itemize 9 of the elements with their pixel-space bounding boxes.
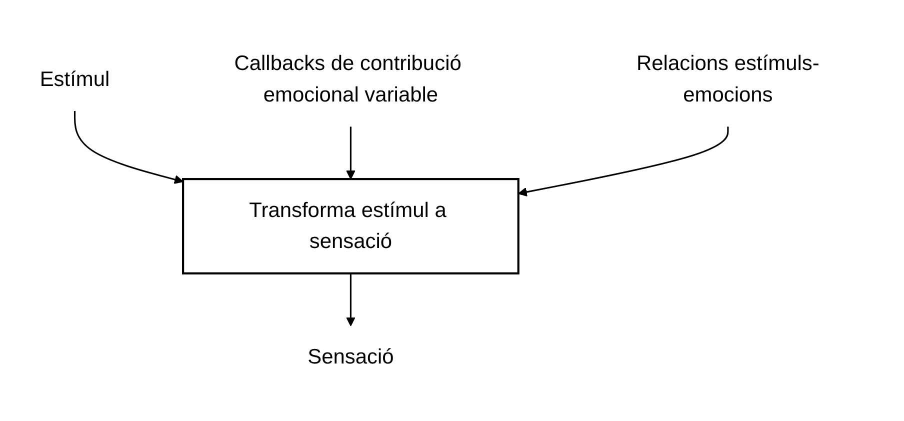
arrow [518,126,729,197]
arrow [346,126,356,180]
arrow [346,273,356,326]
node-box: Transforma estímul a sensació [182,178,520,274]
node-text: Sensació [308,346,394,369]
node-text: Callbacks de contribució emocional variable [234,52,462,107]
node-text: Relacions estímuls-emocions [636,52,820,107]
node-text: Estímul [40,68,110,92]
arrow [74,110,184,184]
